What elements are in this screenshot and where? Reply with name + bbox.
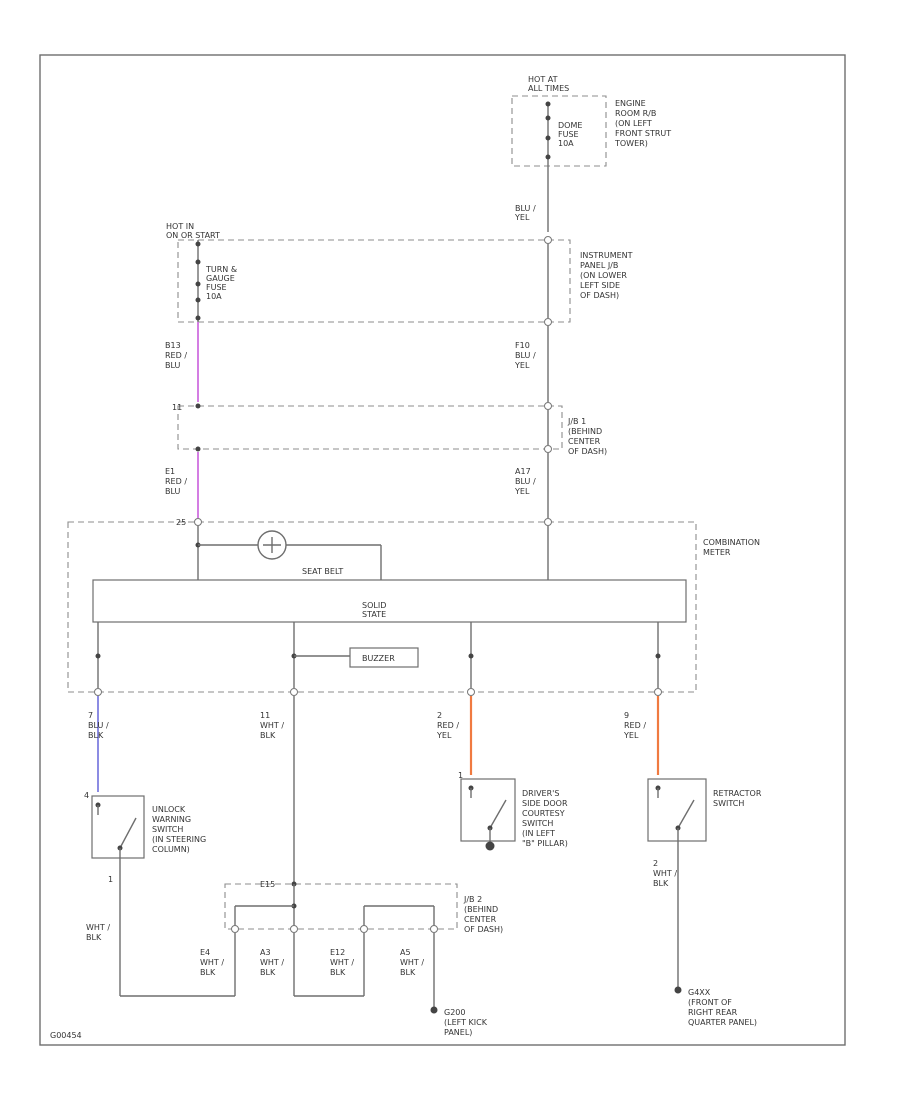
engine-room-rb-box — [511, 95, 607, 167]
wire-label-top-blu-yel: BLU /YEL — [514, 204, 536, 222]
buzzer-label: BUZZER — [362, 654, 395, 663]
diagram-frame — [39, 54, 846, 1046]
wire-label-left-wht-blk: WHT /BLK — [86, 923, 110, 942]
buzzer-box — [349, 647, 419, 668]
pin-label-1-driver: 1 — [458, 771, 463, 780]
diagram-id: G00454 — [50, 1031, 82, 1040]
pin-label-11: 11 — [172, 403, 182, 412]
jb2-box — [224, 883, 458, 930]
jb1-box — [177, 405, 563, 450]
pin-label-1: 1 — [108, 875, 113, 884]
instrument-panel-jb-box — [177, 239, 571, 323]
solid-state-module — [92, 579, 687, 623]
jb2-e15-label: E15 — [260, 880, 275, 889]
seat-belt-label: SEAT BELT — [302, 567, 343, 576]
pin-label-4: 4 — [84, 791, 89, 800]
pin-label-25: 25 — [176, 518, 186, 527]
combination-meter-box — [67, 521, 697, 693]
